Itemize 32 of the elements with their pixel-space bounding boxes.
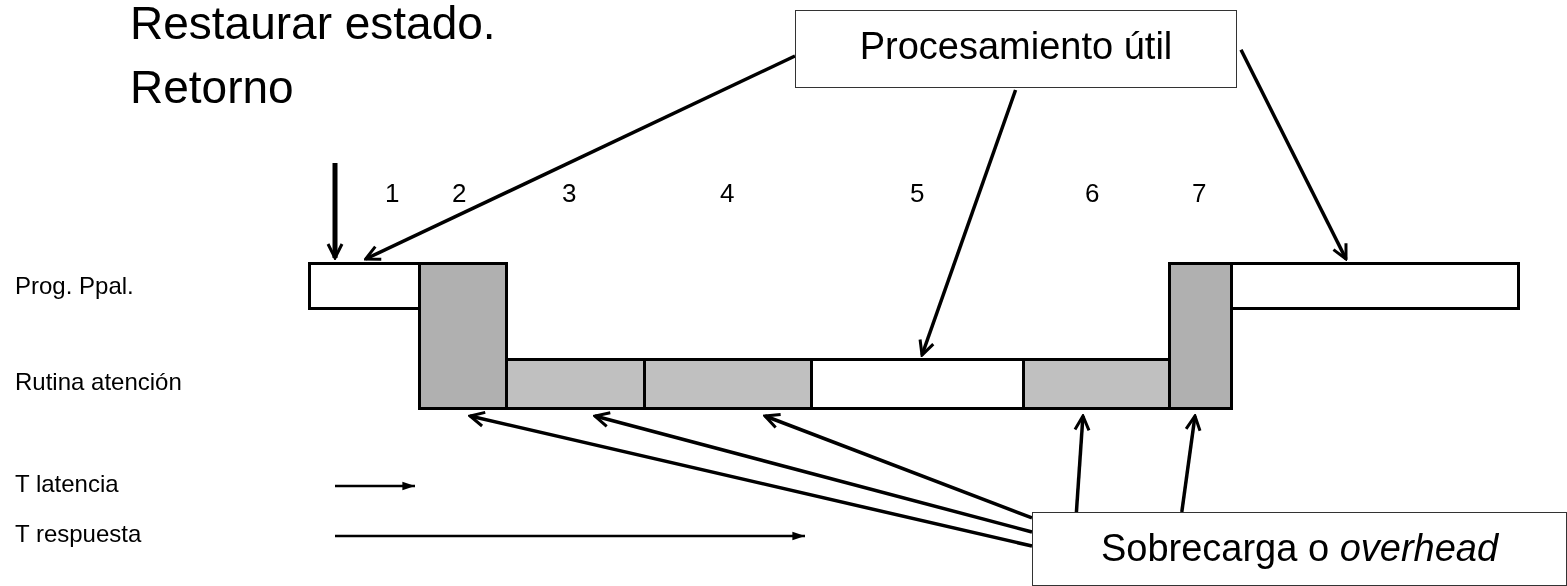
leader-line [1239, 49, 1348, 261]
leader-line [364, 54, 796, 261]
segment-number: 5 [910, 178, 925, 209]
row-label: T respuesta [15, 520, 142, 548]
segment-number: 4 [720, 178, 735, 209]
row-label: T latencia [15, 470, 119, 498]
interrupt-arrow [326, 163, 344, 260]
leader-line [763, 412, 1033, 520]
segment-number: 7 [1192, 178, 1207, 209]
segment-number: 2 [452, 178, 467, 209]
timeline-segment [1022, 358, 1171, 410]
row-label: Prog. Ppal. [15, 272, 134, 300]
segment-number: 1 [385, 178, 400, 209]
callout-box: Sobrecarga o overhead [1032, 512, 1567, 586]
timeline-segment [1168, 262, 1233, 410]
leader-line [468, 410, 1033, 548]
callout-box: Procesamiento útil [795, 10, 1237, 88]
timeline-segment [505, 358, 646, 410]
timeline-segment [1230, 262, 1520, 310]
timeline-segment [643, 358, 813, 410]
row-label: Rutina atención [15, 368, 182, 396]
timeline-segment [308, 262, 421, 310]
timeline-segment [810, 358, 1025, 410]
list-item: Retorno [130, 60, 294, 114]
leader-line [918, 89, 1018, 357]
segment-number: 3 [562, 178, 577, 209]
leader-line [1180, 414, 1202, 513]
list-item: Restaurar estado. [130, 0, 496, 50]
timeline-segment [418, 262, 508, 410]
leader-line [593, 411, 1033, 534]
segment-number: 6 [1085, 178, 1100, 209]
leader-line [1073, 414, 1091, 513]
